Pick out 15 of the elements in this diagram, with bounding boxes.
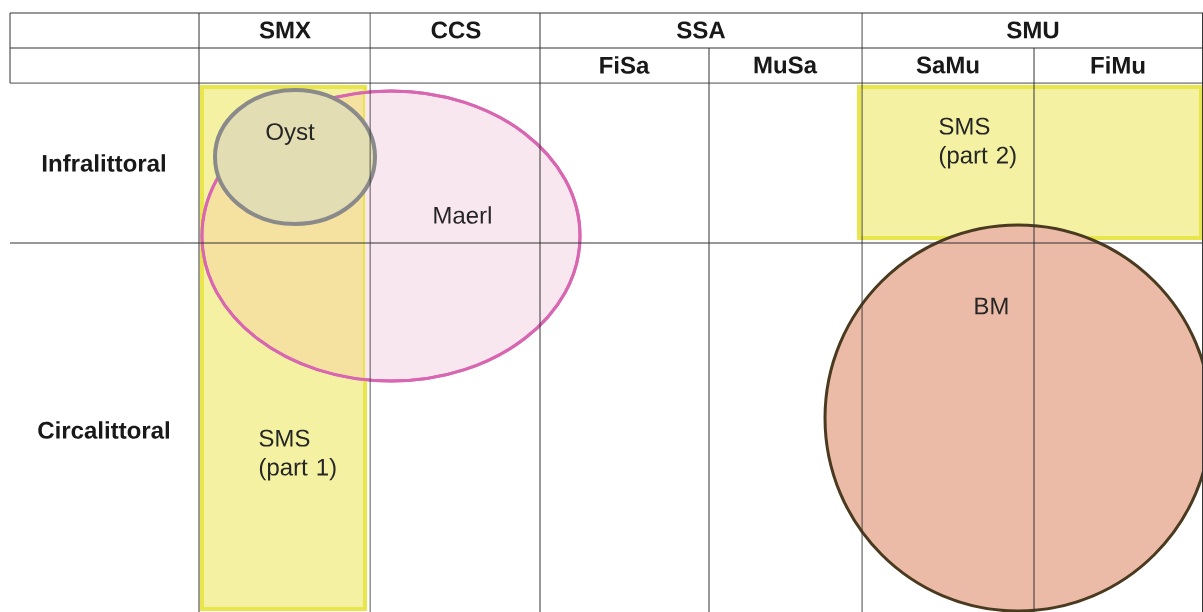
habitat-ellipse (823, 223, 1203, 612)
column-header: SMX (259, 21, 311, 39)
habitat-label: SMS (part 2) (939, 117, 1016, 169)
row-header: Infralittoral (42, 154, 165, 172)
row-header: Circalittoral (38, 421, 169, 439)
habitat-area (857, 85, 1203, 240)
habitat-label: SMS (part 1) (259, 429, 336, 481)
habitat-label: BM (975, 297, 1008, 315)
column-header: MuSa (754, 56, 818, 74)
habitat-label: Maerl (434, 206, 491, 224)
habitat-label: Oyst (266, 123, 315, 145)
column-header: SMU (1007, 21, 1059, 39)
column-header: SSA (677, 21, 726, 39)
column-header: CCS (431, 21, 481, 39)
column-header: FiSa (600, 56, 650, 74)
